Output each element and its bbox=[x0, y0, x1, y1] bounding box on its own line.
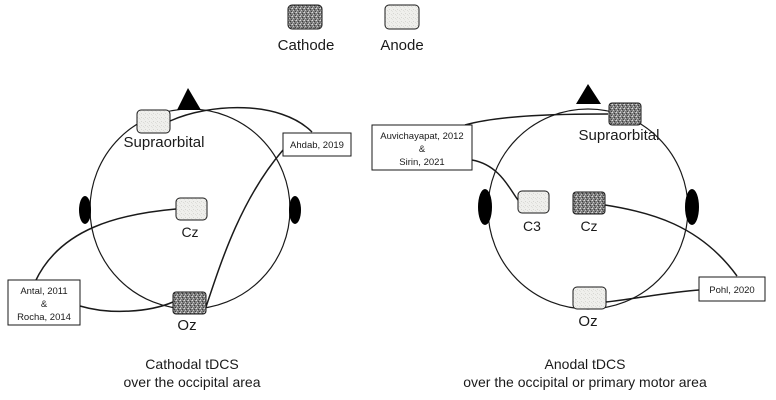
sirin-citation: Sirin, 2021 bbox=[399, 157, 444, 168]
wire-cz-antal bbox=[34, 208, 177, 283]
wire-supraorbital-auvichayapat bbox=[464, 113, 609, 126]
antal-rocha-citation-box bbox=[7, 279, 81, 326]
oz-anode-electrode bbox=[572, 286, 607, 310]
left-caption-title: Cathodal tDCS bbox=[145, 356, 238, 372]
wire-cz-pohl bbox=[604, 204, 738, 277]
oz-label: Oz bbox=[177, 317, 196, 334]
cz-label: Cz bbox=[580, 218, 597, 234]
left-ear bbox=[79, 196, 91, 224]
oz-cathode-electrode bbox=[172, 291, 207, 315]
wire-supraorbital-ahdab bbox=[169, 106, 313, 133]
wire-c3-auvichayapat bbox=[471, 159, 519, 201]
right-caption-title: Anodal tDCS bbox=[545, 356, 626, 372]
c3-anode-electrode bbox=[517, 190, 550, 214]
pohl-citation-box bbox=[698, 276, 766, 302]
left-panel: Supraorbital Cz Oz Ahdab, 2019 Antal, 20… bbox=[7, 88, 352, 390]
legend-cathode-swatch bbox=[287, 4, 323, 30]
legend-cathode-label: Cathode bbox=[278, 37, 335, 54]
ahdab-citation: Ahdab, 2019 bbox=[290, 140, 344, 151]
nose-triangle bbox=[576, 84, 601, 104]
wire-oz-antal bbox=[79, 301, 174, 313]
pohl-citation: Pohl, 2020 bbox=[709, 285, 754, 296]
auvichayapat-ampersand: & bbox=[419, 144, 426, 155]
cz-cathode-electrode bbox=[572, 191, 606, 215]
supraorbital-cathode-electrode bbox=[608, 102, 642, 126]
supraorbital-label: Supraorbital bbox=[579, 127, 660, 144]
oz-label: Oz bbox=[578, 313, 597, 330]
cz-label: Cz bbox=[181, 224, 198, 240]
auvichayapat-citation: Auvichayapat, 2012 bbox=[380, 131, 463, 142]
right-ear bbox=[685, 189, 699, 225]
ahdab-citation-box bbox=[282, 132, 352, 157]
cz-anode-electrode bbox=[175, 197, 208, 221]
wire-oz-ahdab bbox=[204, 149, 284, 311]
supraorbital-label: Supraorbital bbox=[124, 134, 205, 151]
right-caption-subtitle: over the occipital or primary motor area bbox=[463, 374, 707, 390]
right-panel: Supraorbital C3 Cz Oz Auvichayapat, 2012… bbox=[371, 84, 766, 390]
auvichayapat-sirin-citation-box bbox=[371, 124, 473, 171]
rocha-citation: Rocha, 2014 bbox=[17, 312, 71, 323]
legend: Cathode Anode bbox=[278, 4, 424, 54]
supraorbital-anode-electrode bbox=[136, 109, 171, 134]
wire-oz-pohl bbox=[605, 289, 700, 303]
left-ear bbox=[478, 189, 492, 225]
left-caption-subtitle: over the occipital area bbox=[124, 374, 261, 390]
nose-triangle bbox=[177, 88, 201, 110]
antal-ampersand: & bbox=[41, 299, 48, 310]
legend-anode-label: Anode bbox=[380, 37, 423, 54]
antal-citation: Antal, 2011 bbox=[20, 286, 67, 297]
c3-label: C3 bbox=[523, 218, 541, 234]
right-ear bbox=[289, 196, 301, 224]
legend-anode-swatch bbox=[384, 4, 420, 30]
